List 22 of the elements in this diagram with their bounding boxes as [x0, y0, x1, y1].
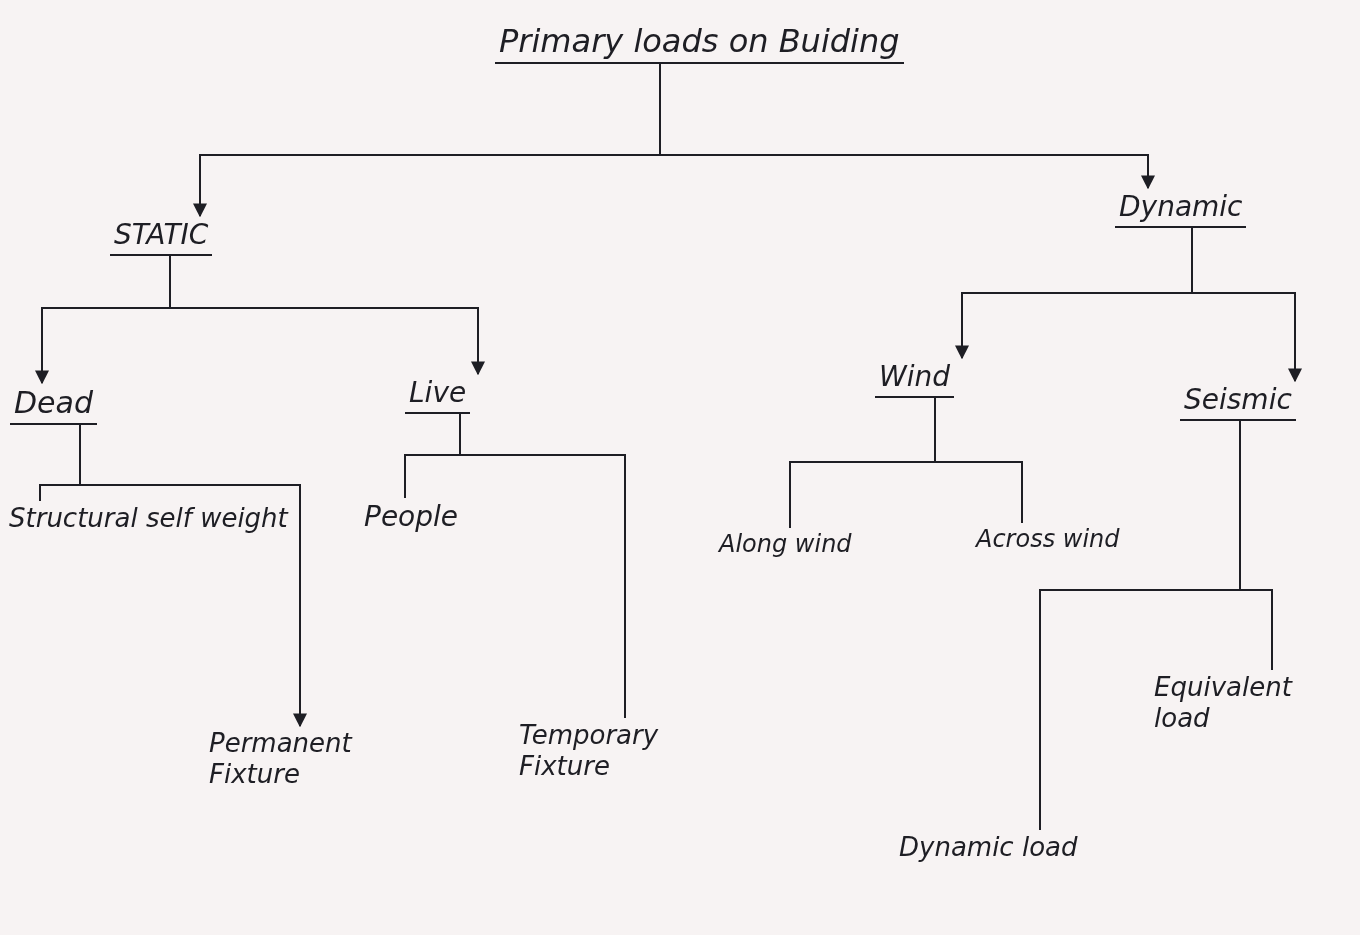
- node-label: Seismic: [1180, 383, 1296, 421]
- connector-line: [659, 63, 1155, 190]
- connector-line: [934, 397, 1023, 524]
- connector-line: [169, 255, 485, 376]
- node-label: Equivalent load: [1150, 672, 1348, 737]
- node-label: Live: [405, 376, 471, 414]
- connector-line: [1191, 227, 1302, 383]
- node-label: People: [360, 500, 463, 536]
- node-label: STATIC: [110, 218, 213, 256]
- node-label: Dynamic load: [895, 832, 1082, 866]
- connector-line: [1239, 420, 1273, 671]
- node-label: Dead: [10, 385, 97, 425]
- node-label: Temporary Fixture: [515, 720, 723, 785]
- node-label: Wind: [875, 360, 954, 398]
- connector-line: [459, 413, 626, 719]
- node-label: Dynamic: [1115, 190, 1247, 228]
- node-label: Along wind: [715, 530, 856, 561]
- node-label: Permanent Fixture: [205, 728, 453, 793]
- node-label: Across wind: [972, 525, 1124, 556]
- connector-line: [79, 424, 307, 728]
- heading: Primary loads on Buiding: [495, 22, 904, 65]
- node-label: Structural self weight: [5, 503, 292, 537]
